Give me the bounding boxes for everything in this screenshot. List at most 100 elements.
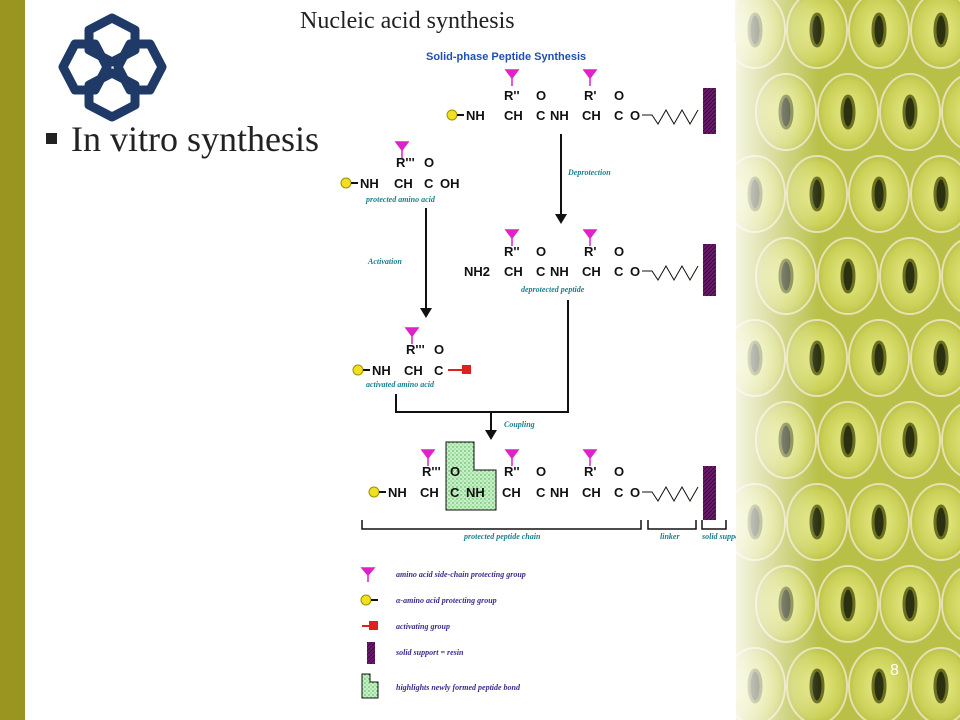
chem-ch: CH xyxy=(404,363,423,378)
slide-title: Nucleic acid synthesis xyxy=(300,8,515,34)
caption-deprotected-peptide: deprotected peptide xyxy=(521,285,585,294)
bullet-item: In vitro synthesis xyxy=(46,118,319,160)
chem-o: O xyxy=(614,88,624,103)
chem-o: O xyxy=(536,464,546,479)
chem-c: C xyxy=(450,485,460,500)
legend-label: solid support = resin xyxy=(395,648,464,657)
chem-r1: R' xyxy=(584,244,596,259)
chem-c: C xyxy=(614,264,624,279)
chem-r1: R' xyxy=(584,464,596,479)
linker-line xyxy=(642,264,699,282)
chem-nh: NH xyxy=(388,485,407,500)
chem-o: O xyxy=(630,264,640,279)
bracket-peptide-chain xyxy=(361,520,642,530)
chem-oh: OH xyxy=(440,176,460,191)
bg-pore xyxy=(902,94,918,130)
side-chain-pin-icon xyxy=(504,229,520,246)
chem-ch: CH xyxy=(502,485,521,500)
bg-pore xyxy=(840,94,856,130)
chem-ch: CH xyxy=(582,108,601,123)
chem-nh: NH xyxy=(550,108,569,123)
chem-o: O xyxy=(630,108,640,123)
chem-c: C xyxy=(424,176,434,191)
activating-group-icon xyxy=(462,365,471,374)
chem-r2: R'' xyxy=(504,244,520,259)
diagram-header: Solid-phase Peptide Synthesis xyxy=(426,51,586,63)
yellow-pin-icon xyxy=(360,594,372,606)
chem-ch: CH xyxy=(394,176,413,191)
chem-ch: CH xyxy=(582,485,601,500)
new-peptide-bond-highlight xyxy=(445,441,497,511)
bg-pore xyxy=(871,504,887,540)
chem-ch: CH xyxy=(504,264,523,279)
alpha-protect-icon xyxy=(368,486,380,498)
side-chain-pin-icon xyxy=(504,69,520,86)
chem-nh: NH xyxy=(550,264,569,279)
bg-pore xyxy=(933,504,949,540)
alpha-protect-icon xyxy=(446,109,458,121)
chem-ch: CH xyxy=(420,485,439,500)
chem-o: O xyxy=(614,244,624,259)
caption-linker: linker xyxy=(660,532,680,541)
bg-pore xyxy=(840,586,856,622)
chem-nh: NH xyxy=(466,108,485,123)
chem-r1: R' xyxy=(584,88,596,103)
step-deprotection: Deprotection xyxy=(567,168,611,177)
bracket-support xyxy=(701,520,727,530)
caption-protected-amino-acid: protected amino acid xyxy=(365,195,436,204)
caption-solid-support: solid support xyxy=(701,532,736,541)
row-deprotected-peptide: R'' O R' O NH2 CH C NH CH C O deprotecte… xyxy=(464,229,716,296)
chem-ch: CH xyxy=(504,108,523,123)
chem-c: C xyxy=(536,485,546,500)
bg-pore xyxy=(871,668,887,704)
resin-bar-icon xyxy=(703,88,716,134)
chem-o: O xyxy=(536,244,546,259)
bg-pore xyxy=(902,422,918,458)
page-number: 8 xyxy=(890,662,899,679)
chem-c: C xyxy=(614,108,624,123)
logo-icon xyxy=(58,13,167,122)
legend: amino acid side-chain protecting group α… xyxy=(360,567,526,699)
caption-protected-peptide-chain: protected peptide chain xyxy=(463,532,541,541)
protected-amino-acid: R''' O NH CH C OH protected amino acid xyxy=(340,141,460,204)
chem-c: C xyxy=(614,485,624,500)
step-activation: Activation xyxy=(367,257,402,266)
side-chain-pin-icon xyxy=(582,69,598,86)
alpha-protect-icon xyxy=(352,364,364,376)
legend-label: α-amino acid protecting group xyxy=(396,596,497,605)
bullet-text: In vitro synthesis xyxy=(71,119,319,159)
chem-r2: R'' xyxy=(504,88,520,103)
resin-bar-icon xyxy=(367,642,375,664)
alpha-protect-icon xyxy=(340,177,352,189)
legend-label: activating group xyxy=(396,622,450,631)
chem-nh: NH xyxy=(550,485,569,500)
linker-line xyxy=(642,108,699,126)
chem-r3: R''' xyxy=(422,464,441,479)
bg-cell xyxy=(941,568,960,640)
chem-r3: R''' xyxy=(406,342,425,357)
side-chain-pin-icon xyxy=(420,449,436,466)
green-block-icon xyxy=(361,673,379,699)
side-chain-pin-icon xyxy=(582,449,598,466)
chem-o: O xyxy=(536,88,546,103)
accent-bar xyxy=(0,0,25,720)
side-chain-pin-icon xyxy=(504,449,520,466)
chem-c: C xyxy=(536,108,546,123)
bg-pore xyxy=(840,258,856,294)
legend-label: amino acid side-chain protecting group xyxy=(396,570,526,579)
side-chain-pin-icon xyxy=(582,229,598,246)
chem-nh: NH xyxy=(360,176,379,191)
bg-cell xyxy=(941,76,960,148)
chem-o: O xyxy=(450,464,460,479)
chem-nh2: NH2 xyxy=(464,264,490,279)
chem-o: O xyxy=(434,342,444,357)
bg-pore xyxy=(933,668,949,704)
bg-pore xyxy=(933,12,949,48)
chem-nh: NH xyxy=(466,485,485,500)
bg-pore xyxy=(933,176,949,212)
row-protected-peptide: R'' O R' O NH CH C NH CH C O xyxy=(446,69,716,134)
bg-pore xyxy=(871,340,887,376)
chem-nh: NH xyxy=(372,363,391,378)
chem-r2: R'' xyxy=(504,464,520,479)
